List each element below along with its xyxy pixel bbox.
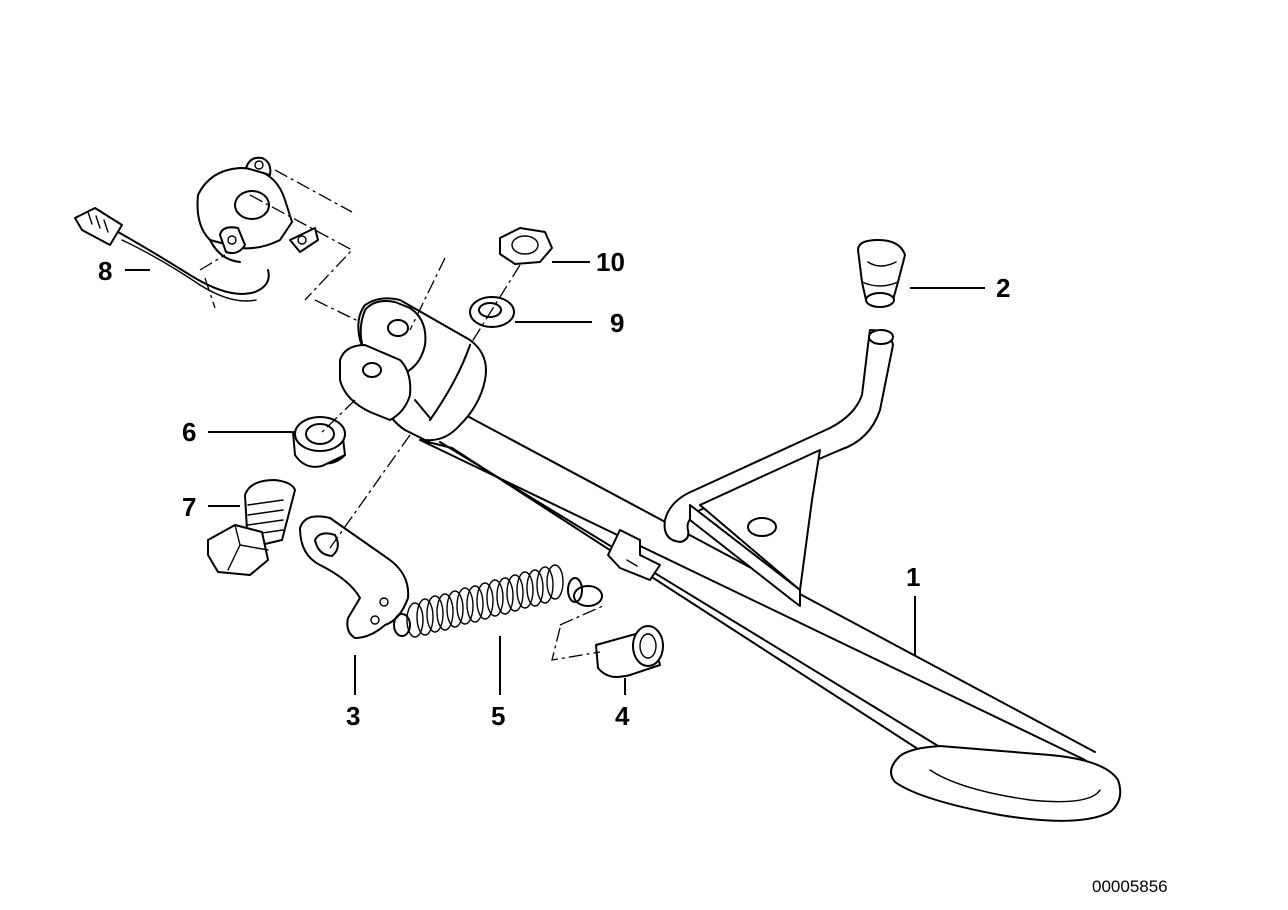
rubber-knob-part (857, 239, 906, 308)
callout-4: 4 (615, 701, 630, 731)
assembly-guide-lines (199, 169, 606, 661)
nut-part (499, 227, 553, 265)
diagram-reference-number: 00005856 (1092, 877, 1168, 896)
callout-7: 7 (182, 492, 196, 522)
callout-3: 3 (346, 701, 360, 731)
callout-8: 8 (98, 256, 112, 286)
sleeve-part (595, 625, 664, 678)
return-spring-part (393, 564, 603, 638)
pivot-bolt-part (207, 479, 296, 576)
callout-1: 1 (906, 562, 920, 592)
callout-9: 9 (610, 308, 624, 338)
callout-2: 2 (996, 273, 1010, 303)
callout-10: 10 (596, 247, 625, 277)
washer-part (469, 296, 515, 328)
bushing-part (292, 416, 346, 468)
leader-lines (125, 261, 985, 695)
spring-bracket-part (299, 515, 410, 639)
side-stand-switch-part (74, 156, 319, 302)
callout-6: 6 (182, 417, 196, 447)
side-stand-part (339, 297, 1122, 822)
callout-5: 5 (491, 701, 505, 731)
